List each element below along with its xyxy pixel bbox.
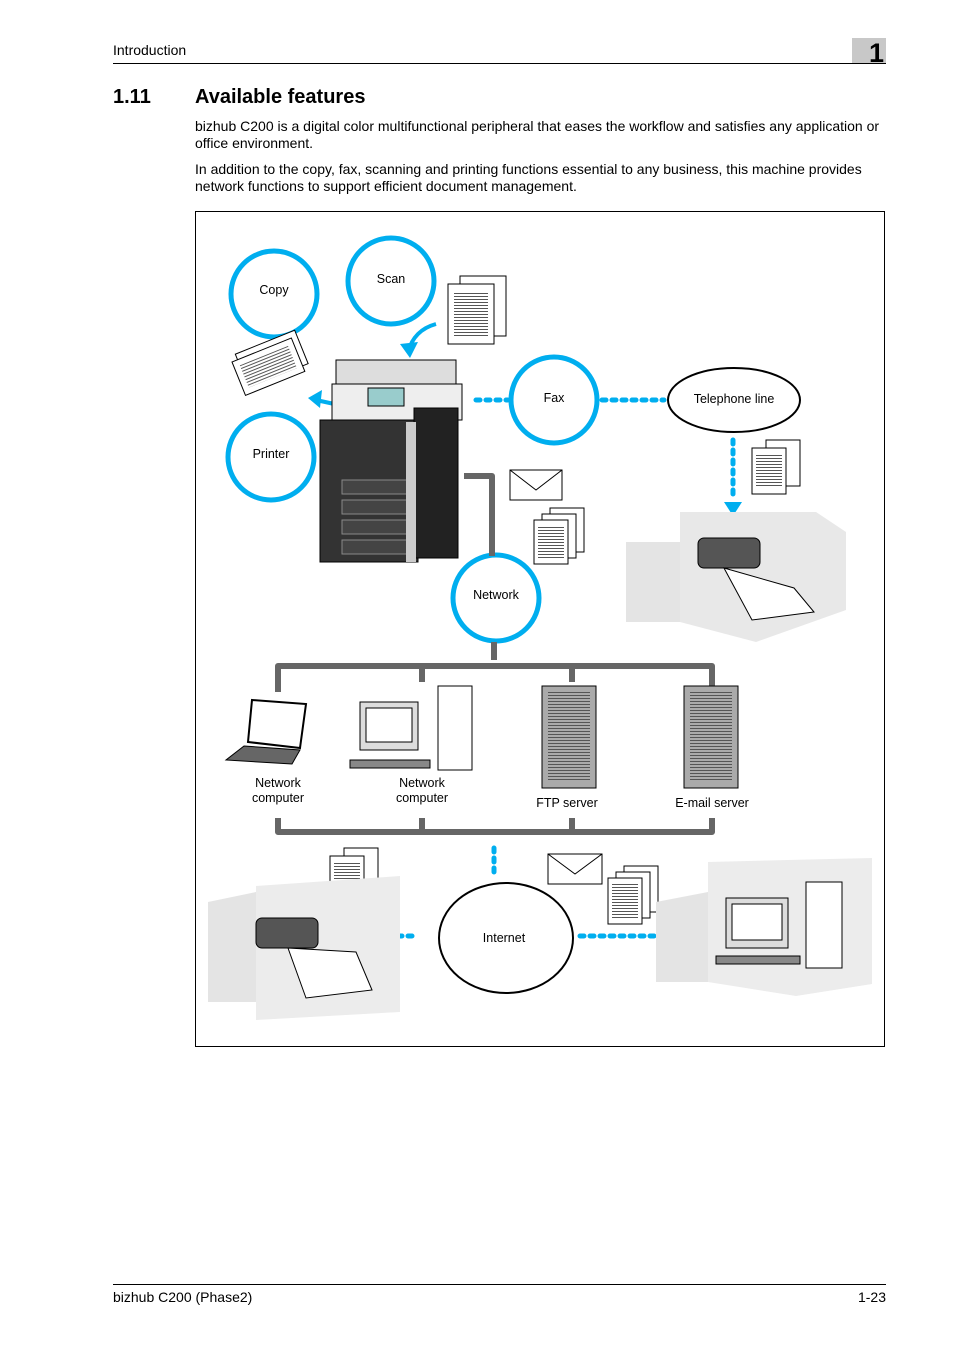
copy-output-icon — [231, 329, 309, 397]
email-server-icon — [683, 685, 739, 789]
printer-label: Printer — [252, 447, 290, 461]
footer-page-number: 1-23 — [857, 1289, 886, 1305]
document-stack-icon — [751, 439, 801, 495]
internet-label: Internet — [482, 931, 526, 945]
copy-label: Copy — [259, 283, 289, 297]
section-number: 1.11 — [113, 86, 151, 108]
email-server-label: E-mail server — [675, 796, 749, 810]
features-diagram: Copy Scan Printer Fax Telephone line Net… — [195, 211, 885, 1047]
envelope-icon — [547, 853, 603, 885]
network-computer-label: Network computer — [395, 776, 449, 805]
scan-original-icon — [447, 275, 507, 345]
laptop-icon — [224, 698, 308, 765]
scan-label: Scan — [376, 272, 406, 286]
scan-circle — [345, 235, 437, 327]
telephone-line-label: Telephone line — [693, 392, 775, 406]
ftp-server-icon — [541, 685, 597, 789]
chapter-number-badge: 1 — [852, 38, 886, 68]
ftp-server-label: FTP server — [536, 796, 598, 810]
network-circle — [450, 552, 542, 644]
footer-divider — [113, 1284, 886, 1285]
mfp-machine-icon — [319, 359, 463, 563]
printer-circle — [225, 411, 317, 503]
fax-circle — [508, 354, 600, 446]
document-stack-icon — [607, 865, 659, 925]
paragraph-intro: bizhub C200 is a digital color multifunc… — [195, 118, 880, 151]
fax-label: Fax — [543, 391, 565, 405]
remote-fax-icon — [255, 917, 373, 999]
desktop-computer-icon — [349, 685, 473, 771]
header-divider — [113, 63, 886, 64]
running-header: Introduction — [113, 42, 187, 58]
remote-computer-icon — [715, 881, 843, 969]
document-stack-icon — [533, 507, 585, 565]
section-title: Available features — [195, 86, 366, 108]
footer-product-name: bizhub C200 (Phase2) — [113, 1289, 253, 1305]
diagram-artwork — [208, 235, 872, 1020]
network-label: Network — [473, 588, 519, 602]
copy-circle — [228, 248, 320, 340]
fax-machine-icon — [697, 537, 815, 621]
telephone-line-ellipse — [667, 367, 801, 433]
paragraph-functions: In addition to the copy, fax, scanning a… — [195, 161, 862, 194]
network-computer-label: Network computer — [251, 776, 305, 805]
internet-ellipse — [438, 882, 574, 994]
envelope-icon — [509, 469, 563, 501]
